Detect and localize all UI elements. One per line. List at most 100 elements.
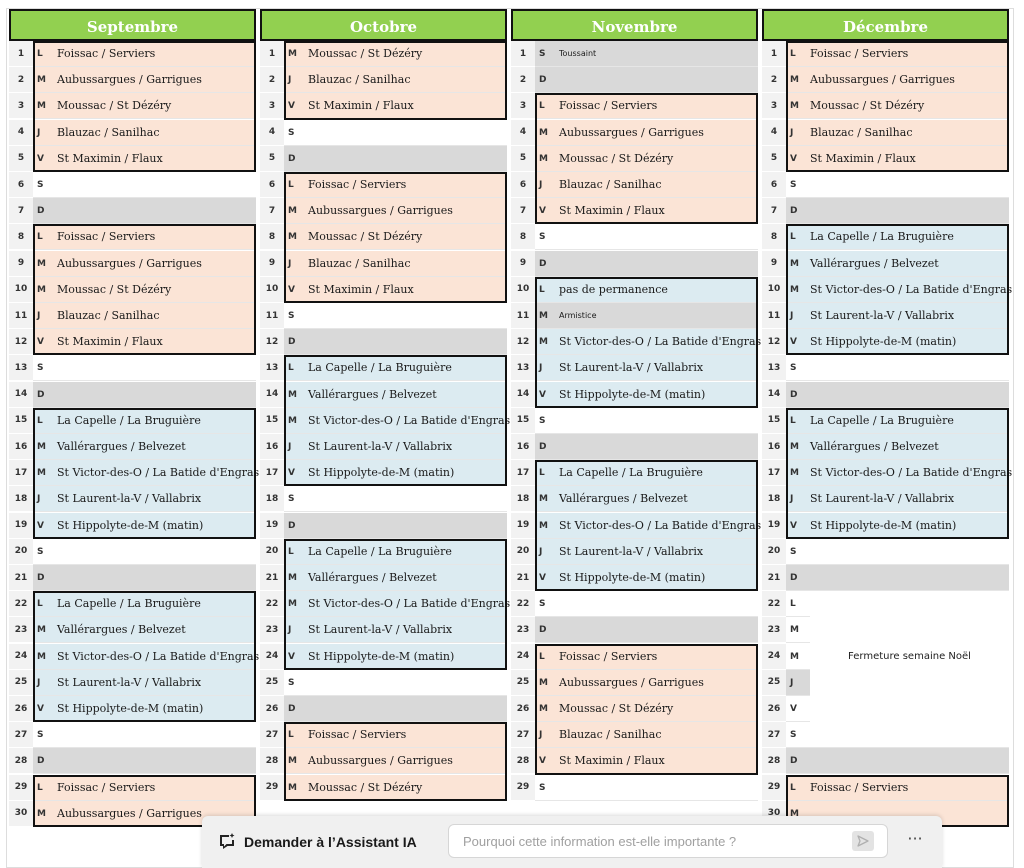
weekday-letter: L [288,180,294,190]
weekday-letter: M [790,284,799,295]
more-options-button[interactable]: ··· [907,829,923,848]
day-cell: D [33,381,256,408]
day-cell: S [786,538,1009,565]
ai-assistant-label[interactable]: Demander à l’Assistant IA [244,834,417,850]
permanence-location: Moussac / St Dézéry [308,780,423,794]
weekday-letter: M [37,468,46,479]
day-number: 14 [511,381,535,408]
weekday-letter: M [288,756,297,767]
permanence-location: Blauzac / Sanilhac [810,125,913,139]
day-cell: D [33,748,256,775]
day-cell: D [786,198,1009,225]
day-cell: D [535,617,758,644]
day-number: 20 [9,538,33,565]
send-button[interactable] [852,831,874,851]
day-number: 23 [762,617,786,644]
permanence-location: Moussac / St Dézéry [308,230,423,244]
day-number: 5 [9,145,33,172]
month-header: Octobre [260,9,507,41]
day-cell: S [33,722,256,749]
weekday-letter: S [790,363,797,374]
day-number: 21 [762,565,786,591]
day-cell: S [786,172,1009,198]
month-header: Décembre [762,9,1009,41]
weekday-letter: V [37,153,44,164]
day-number: 16 [511,434,535,460]
weekday-letter: J [539,546,543,557]
permanence-location: St Hippolyte-de-M (matin) [559,387,706,401]
day-number: 2 [511,67,535,94]
day-cell: S [284,303,507,329]
weekday-letter: V [37,337,44,348]
weekday-letter: J [539,363,543,374]
weekday-letter: L [288,363,294,374]
day-number: 26 [9,696,33,722]
ai-question-input[interactable] [448,824,888,858]
day-number: 28 [260,748,284,775]
permanence-location: St Laurent-la-V / Vallabrix [810,309,955,322]
day-number: 9 [9,250,33,277]
weekday-letter: M [288,415,297,426]
day-number: 15 [762,407,786,434]
day-number: 29 [9,774,33,801]
day-cell: D [284,696,507,722]
day-cell: S [284,119,507,146]
weekday-letter: J [288,258,292,269]
weekday-letter: D [539,258,547,269]
day-number: 16 [762,434,786,460]
weekday-letter: L [37,232,43,243]
weekday-letter: S [790,546,797,557]
day-number: 1 [762,41,786,67]
day-number: 10 [762,276,786,303]
day-number: 8 [511,224,535,251]
weekday-letter: M [790,651,799,662]
weekday-letter: M [288,599,297,610]
day-number: 15 [511,407,535,434]
weekday-letter: V [539,756,546,767]
permanence-location: La Capelle / La Bruguière [559,466,703,480]
ai-chat-icon[interactable] [218,832,236,850]
weekday-letter: V [37,520,44,531]
day-number: 6 [9,172,33,198]
weekday-letter: J [37,494,41,505]
day-number: 20 [511,538,535,565]
permanence-location: St Victor-des-O / La Batide d'Engras [57,466,260,480]
weekday-letter: L [37,782,43,793]
day-number: 6 [260,172,284,198]
permanence-location: Moussac / St Dézéry [308,47,423,60]
permanence-location: Blauzac / Sanilhac [308,73,411,87]
day-number: 18 [260,486,284,513]
day-number: 12 [9,329,33,356]
